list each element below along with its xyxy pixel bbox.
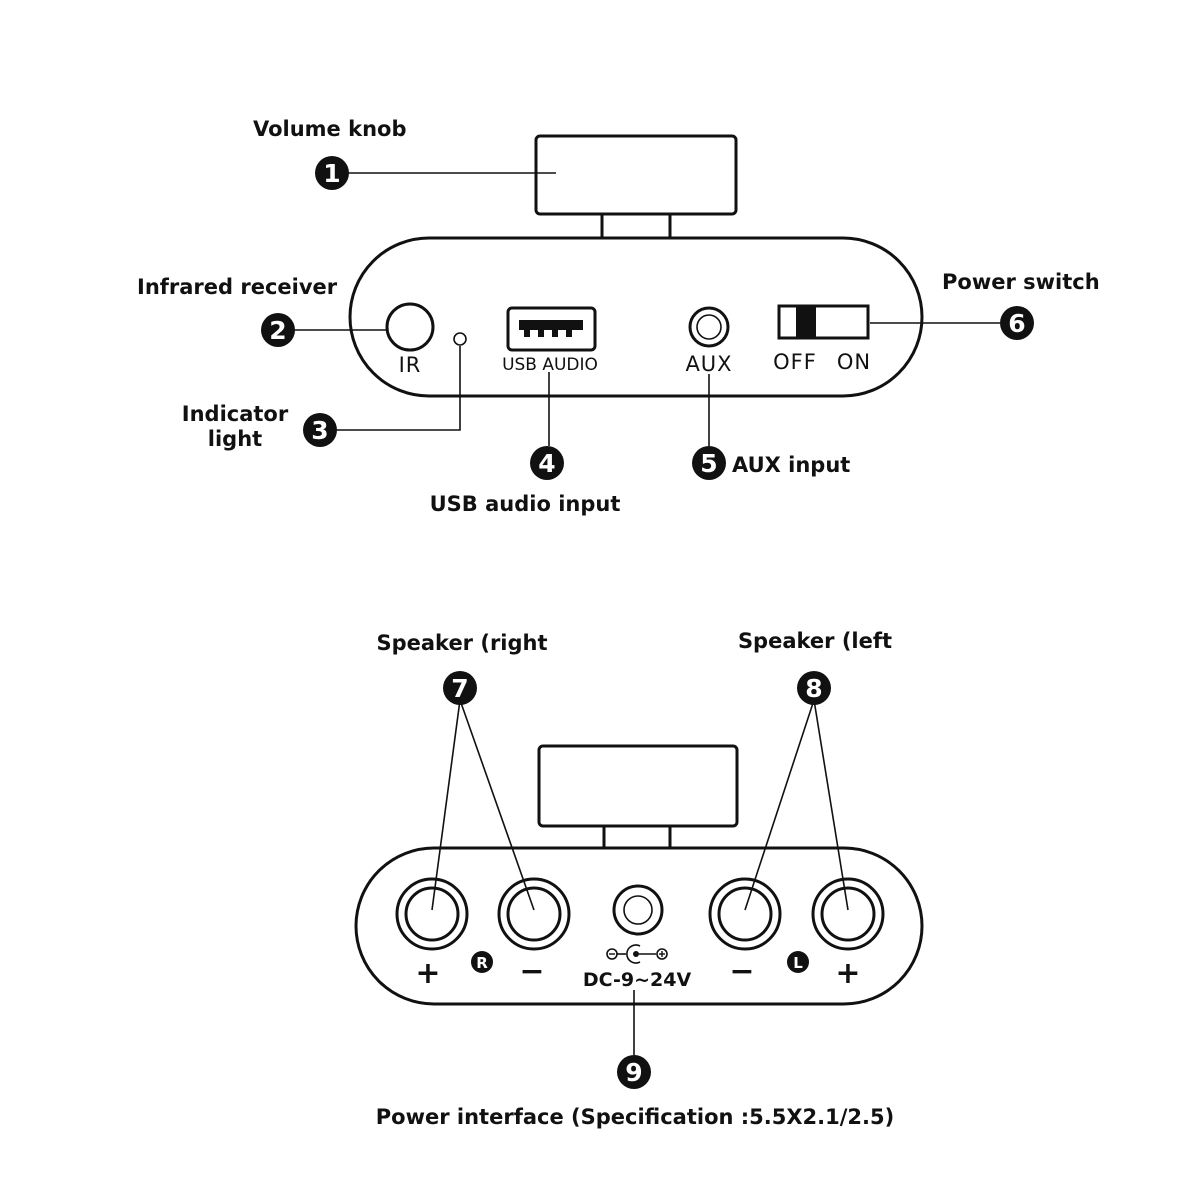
left-minus-terminal bbox=[708, 877, 782, 951]
indicator-light bbox=[453, 332, 467, 346]
callout-9-badge bbox=[617, 1055, 651, 1089]
left-channel-badge bbox=[787, 951, 809, 973]
power-switch bbox=[777, 304, 870, 340]
ir-text: IR bbox=[399, 353, 422, 377]
power-switch-label: Power switch bbox=[942, 270, 1100, 294]
callout-8-badge bbox=[797, 671, 831, 705]
front-leader-lines bbox=[292, 172, 1000, 446]
callout-3-badge bbox=[303, 413, 337, 447]
aux-jack bbox=[688, 306, 730, 348]
dc-jack bbox=[612, 884, 664, 936]
usb-port-contacts bbox=[519, 320, 583, 330]
usb-audio-input-label: USB audio input bbox=[430, 492, 621, 516]
callout-6-badge bbox=[1000, 306, 1034, 340]
callout-4-badge bbox=[530, 446, 564, 480]
volume-knob-label: Volume knob bbox=[253, 117, 407, 141]
callout-5-badge bbox=[692, 446, 726, 480]
right-channel-text: R bbox=[476, 954, 488, 972]
right-minus-terminal bbox=[497, 877, 571, 951]
left-minus-text: − bbox=[729, 954, 754, 989]
right-minus-text: − bbox=[519, 954, 544, 989]
volume-knob-shaft bbox=[600, 212, 672, 240]
callout-5: 5 bbox=[700, 449, 717, 478]
speaker-right-label: Speaker (right bbox=[376, 631, 547, 655]
front-callouts: 1 2 3 4 5 6 bbox=[261, 156, 1034, 480]
front-labels: Volume knob Infrared receiver Indicator … bbox=[137, 117, 1100, 516]
front-panel-body bbox=[348, 236, 924, 398]
infrared-receiver-label: Infrared receiver bbox=[137, 275, 338, 299]
speaker-left-label: Speaker (left bbox=[738, 629, 892, 653]
back-leader-lines bbox=[431, 699, 849, 1055]
aux-input-label: AUX input bbox=[732, 453, 850, 477]
callout-2-badge bbox=[261, 313, 295, 347]
dc-spec-text: DC-9~24V bbox=[583, 969, 692, 991]
usb-text: USB AUDIO bbox=[502, 355, 598, 375]
callout-2: 2 bbox=[269, 316, 286, 345]
callout-7-badge bbox=[443, 671, 477, 705]
callout-1: 1 bbox=[323, 159, 340, 188]
indicator-light-label-2: light bbox=[208, 427, 262, 451]
back-knob bbox=[537, 744, 739, 828]
ir-receiver bbox=[385, 302, 435, 352]
back-panel-body bbox=[354, 846, 924, 1006]
front-panel: IR USB AUDIO AUX OFF ON bbox=[348, 134, 924, 398]
back-knob-shaft bbox=[602, 824, 672, 850]
power-switch-slider bbox=[796, 306, 816, 338]
callout-8: 8 bbox=[805, 674, 822, 703]
volume-knob bbox=[534, 134, 738, 216]
right-channel-badge bbox=[471, 951, 493, 973]
indicator-light-label-1: Indicator bbox=[182, 402, 289, 426]
right-plus-terminal bbox=[395, 877, 469, 951]
callout-4: 4 bbox=[538, 449, 555, 478]
power-interface-label: Power interface (Specification :5.5X2.1/… bbox=[376, 1105, 894, 1129]
left-plus-text: + bbox=[835, 956, 860, 991]
off-text: OFF bbox=[773, 350, 817, 374]
callout-9: 9 bbox=[625, 1058, 642, 1087]
aux-text: AUX bbox=[685, 352, 732, 376]
right-plus-text: + bbox=[415, 956, 440, 991]
callout-3: 3 bbox=[311, 416, 328, 445]
back-labels: Speaker (right Speaker (left Power inter… bbox=[376, 629, 894, 1129]
dc-polarity-icon bbox=[606, 944, 668, 964]
callout-1-badge bbox=[315, 156, 349, 190]
callout-6: 6 bbox=[1008, 309, 1025, 338]
back-callouts: 7 8 9 bbox=[443, 671, 831, 1089]
callout-7: 7 bbox=[451, 674, 468, 703]
back-panel: + − − + R L DC-9~24V bbox=[354, 744, 924, 1006]
on-text: ON bbox=[837, 350, 871, 374]
usb-port bbox=[506, 306, 597, 352]
left-plus-terminal bbox=[811, 877, 885, 951]
left-channel-text: L bbox=[793, 954, 803, 972]
